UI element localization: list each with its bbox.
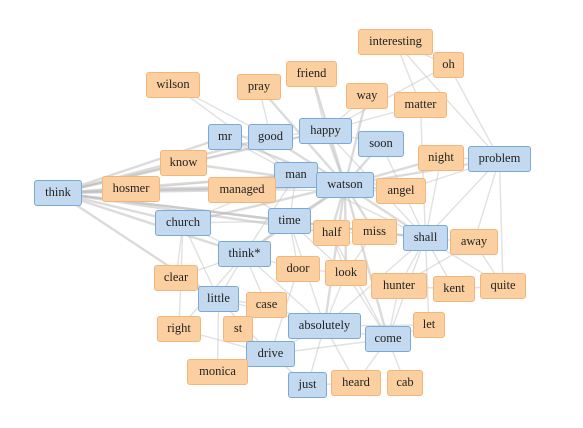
node-think[interactable]: think bbox=[34, 180, 82, 206]
edge-way-watson bbox=[343, 95, 369, 186]
node-right[interactable]: right bbox=[157, 316, 201, 342]
edge-watson-absolutely bbox=[323, 184, 347, 327]
edge-shall-night bbox=[424, 157, 442, 239]
edge-happy-shall bbox=[324, 130, 427, 239]
node-st[interactable]: st bbox=[223, 316, 253, 342]
node-hosmer[interactable]: hosmer bbox=[102, 176, 160, 202]
node-quite[interactable]: quite bbox=[480, 273, 526, 299]
node-miss[interactable]: miss bbox=[352, 219, 397, 245]
node-hunter[interactable]: hunter bbox=[371, 273, 427, 299]
node-angel[interactable]: angel bbox=[376, 178, 426, 204]
node-happy[interactable]: happy bbox=[299, 118, 352, 144]
node-good[interactable]: good bbox=[248, 124, 293, 150]
edge-think-mr bbox=[57, 135, 226, 195]
node-come[interactable]: come bbox=[365, 326, 411, 352]
edge-away-problem bbox=[473, 158, 501, 243]
edge-half-come bbox=[330, 232, 389, 340]
node-away[interactable]: away bbox=[450, 229, 498, 255]
node-matter[interactable]: matter bbox=[394, 92, 447, 118]
node-just[interactable]: just bbox=[288, 372, 327, 398]
node-wilson[interactable]: wilson bbox=[146, 72, 200, 98]
node-time[interactable]: time bbox=[268, 208, 311, 234]
node-think2[interactable]: think* bbox=[218, 241, 271, 267]
node-pray[interactable]: pray bbox=[237, 74, 281, 100]
node-watson[interactable]: watson bbox=[316, 172, 374, 198]
node-soon[interactable]: soon bbox=[358, 131, 404, 157]
node-let[interactable]: let bbox=[413, 312, 445, 338]
edge-problem-oh bbox=[447, 64, 501, 160]
node-drive[interactable]: drive bbox=[246, 341, 295, 367]
node-friend[interactable]: friend bbox=[286, 61, 337, 87]
node-shall[interactable]: shall bbox=[403, 225, 448, 251]
node-clear[interactable]: clear bbox=[154, 265, 198, 291]
node-oh[interactable]: oh bbox=[433, 52, 464, 78]
node-kent[interactable]: kent bbox=[433, 276, 475, 302]
node-mr[interactable]: mr bbox=[208, 124, 242, 150]
node-case[interactable]: case bbox=[246, 292, 287, 318]
node-interesting[interactable]: interesting bbox=[358, 29, 433, 55]
node-know[interactable]: know bbox=[160, 150, 207, 176]
node-door[interactable]: door bbox=[276, 256, 320, 282]
edge-quite-problem bbox=[498, 158, 504, 287]
node-night[interactable]: night bbox=[418, 145, 464, 171]
node-cab[interactable]: cab bbox=[387, 370, 423, 396]
edge-matter-shall bbox=[419, 104, 427, 239]
node-managed[interactable]: managed bbox=[208, 177, 276, 203]
edge-think-think2 bbox=[57, 191, 245, 256]
node-monica[interactable]: monica bbox=[187, 359, 248, 385]
node-heard[interactable]: heard bbox=[331, 370, 381, 396]
node-half[interactable]: half bbox=[313, 220, 351, 246]
node-problem[interactable]: problem bbox=[468, 146, 531, 172]
edge-let-shall bbox=[424, 237, 430, 326]
node-man[interactable]: man bbox=[274, 162, 318, 188]
edge-shall-problem bbox=[424, 158, 501, 239]
edge-problem-interesting bbox=[394, 41, 501, 160]
node-absolutely[interactable]: absolutely bbox=[288, 313, 361, 339]
node-look[interactable]: look bbox=[325, 260, 367, 286]
node-way[interactable]: way bbox=[346, 83, 388, 109]
node-church[interactable]: church bbox=[155, 210, 211, 236]
node-little[interactable]: little bbox=[198, 286, 239, 312]
